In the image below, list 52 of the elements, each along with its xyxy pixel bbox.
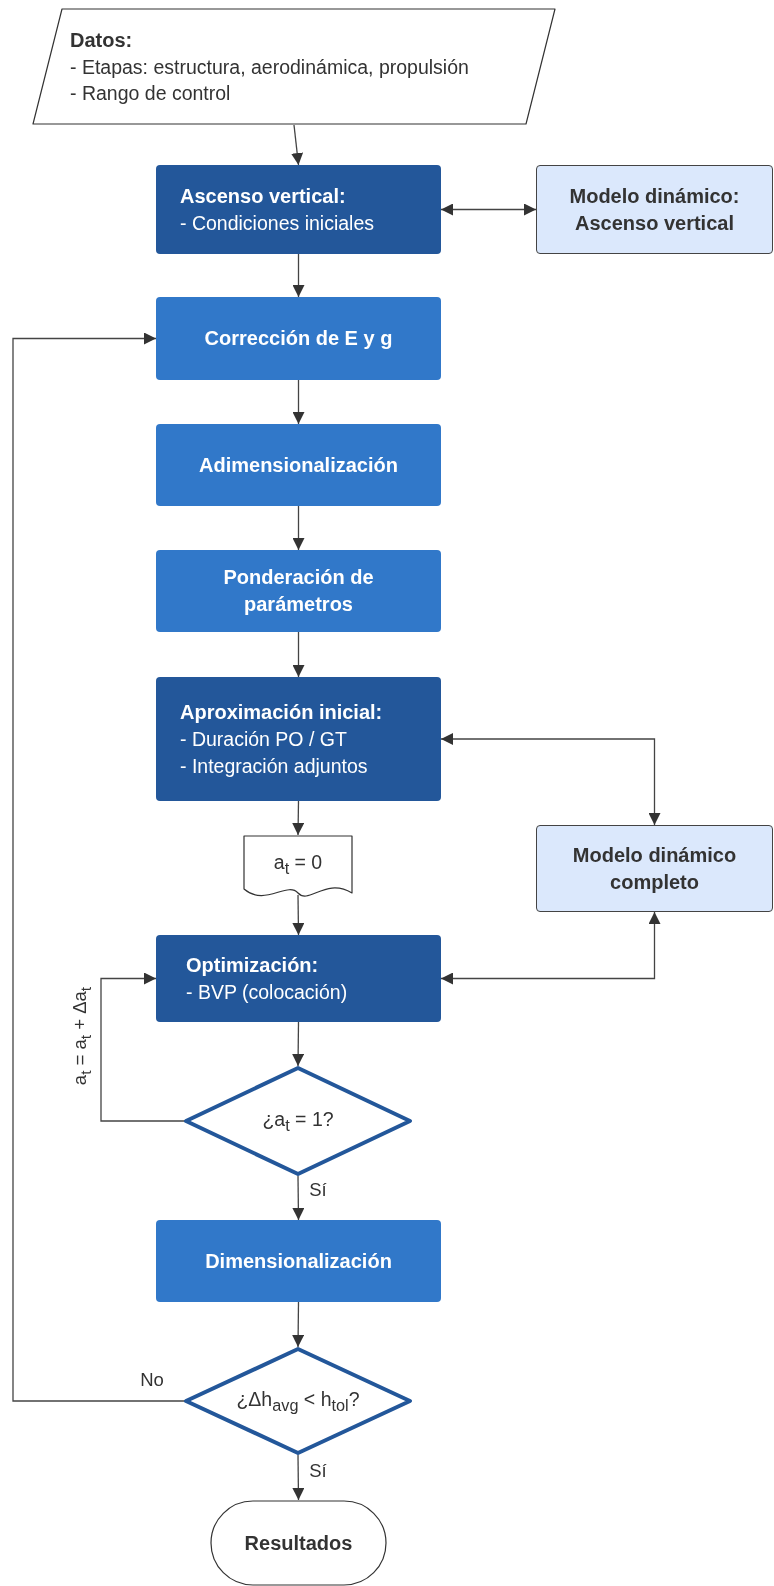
arrow xyxy=(292,505,305,551)
node-label: Modelo dinámico completo xyxy=(571,842,738,895)
edge-label: No xyxy=(140,1368,164,1392)
process-box xyxy=(156,1220,441,1302)
edge-label: Sí xyxy=(309,1459,327,1483)
node-text: - Rango de control xyxy=(70,81,232,106)
arrow xyxy=(292,631,305,678)
node-text: - Condiciones iniciales xyxy=(180,210,375,236)
node-label: Resultados xyxy=(243,1530,354,1556)
arrow xyxy=(292,1301,305,1348)
node-label: ¿Δh$_{avg}$ < h$_{tol}$? xyxy=(235,1386,361,1416)
node-label: ¿a$_{t}$ = 1? xyxy=(261,1106,335,1136)
node-label: Corrección de E y g xyxy=(203,326,394,351)
node-heading: Aproximación inicial: xyxy=(180,700,384,726)
node-label: Dimensionalización xyxy=(204,1248,393,1274)
arrow xyxy=(440,911,661,985)
process-box xyxy=(156,297,441,380)
node-text: - Integración adjuntos xyxy=(180,753,369,779)
decision-diamond xyxy=(184,1347,412,1455)
node-text: - BVP (colocación) xyxy=(186,979,349,1005)
model-box xyxy=(536,165,773,254)
arrow xyxy=(440,733,661,826)
arrow xyxy=(100,972,186,1122)
arrow xyxy=(292,1454,305,1501)
node-label: Adimensionalización xyxy=(198,452,399,478)
process-box xyxy=(156,424,441,506)
node-heading: Optimización: xyxy=(186,952,320,978)
arrow xyxy=(292,379,305,425)
arrow xyxy=(292,894,305,936)
node-text: - Etapas: estructura, aerodinámica, propulsión xyxy=(70,54,470,80)
arrow xyxy=(440,203,537,216)
node-text: - Duración PO / GT xyxy=(180,727,348,753)
process-box xyxy=(156,677,441,801)
node-label: Modelo dinámico: Ascenso vertical xyxy=(568,183,741,236)
arrow xyxy=(292,253,305,298)
edge-label: Sí xyxy=(309,1178,327,1202)
process-box xyxy=(156,935,441,1022)
decision-diamond xyxy=(184,1066,412,1176)
process-box xyxy=(156,550,441,632)
node-label: Ponderación de parámetros xyxy=(222,565,375,617)
arrow xyxy=(12,332,186,1402)
arrow xyxy=(292,800,305,836)
input-parallelogram xyxy=(32,8,556,125)
arrow xyxy=(292,1021,305,1067)
model-box xyxy=(536,825,773,912)
node-heading: Datos: xyxy=(70,27,134,53)
node-heading: Ascenso vertical: xyxy=(180,183,347,209)
arrow xyxy=(291,124,304,166)
node-label: a$_{t}$ = 0 xyxy=(272,849,324,879)
arrow xyxy=(292,1175,305,1221)
process-box xyxy=(156,165,441,254)
terminal-shape xyxy=(210,1500,387,1586)
